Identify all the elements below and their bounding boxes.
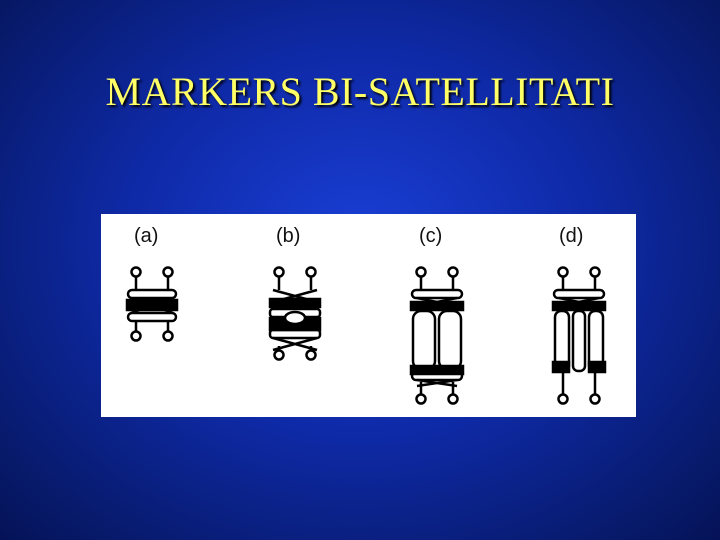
chromosome-figure: (a) (b) (c) (d) — [101, 214, 636, 417]
marker-c-chromosome — [409, 266, 465, 405]
slide-title: MARKERS BI-SATELLITATI — [105, 69, 615, 114]
panel-label-c: (c) — [419, 225, 442, 247]
marker-a-chromosome — [125, 266, 179, 342]
marker-b-chromosome — [268, 266, 322, 361]
marker-d-chromosome — [551, 266, 607, 405]
panel-label-d: (d) — [559, 225, 583, 247]
panel-label-a: (a) — [134, 225, 158, 247]
panel-label-b: (b) — [276, 225, 300, 247]
